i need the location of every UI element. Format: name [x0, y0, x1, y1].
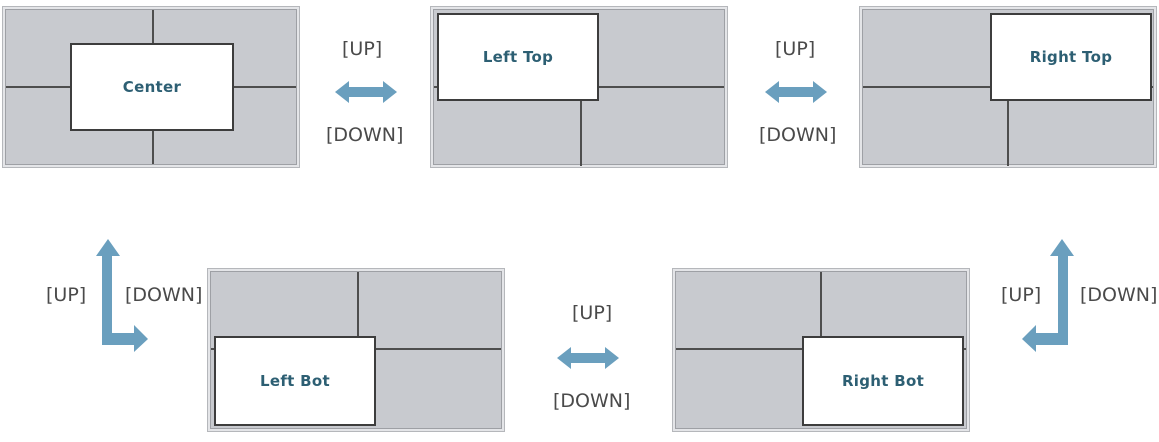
- key-up-label: [UP]: [342, 38, 383, 60]
- key-up-label: [UP]: [572, 302, 613, 324]
- window-center: Center: [70, 43, 234, 131]
- double-arrow-icon: [557, 347, 619, 369]
- divider-vertical-bottom: [1007, 86, 1009, 166]
- window-label: Left Bot: [260, 372, 330, 390]
- key-down-label: [DOWN]: [553, 390, 631, 412]
- key-down-label: [DOWN]: [326, 124, 404, 146]
- divider-vertical-top: [357, 272, 359, 348]
- divider-vertical-top: [820, 272, 822, 348]
- key-up-label: [UP]: [775, 38, 816, 60]
- window-right-bot: Right Bot: [802, 336, 964, 426]
- key-down-label: [DOWN]: [1080, 284, 1158, 306]
- double-arrow-icon: [335, 81, 397, 103]
- window-left-bot: Left Bot: [214, 336, 376, 426]
- l-arrow-up-left-icon: [1022, 239, 1074, 352]
- key-up-label: [UP]: [1001, 284, 1042, 306]
- l-arrow-up-right-icon: [96, 239, 148, 352]
- window-label: Right Bot: [841, 372, 925, 390]
- key-down-label: [DOWN]: [759, 124, 837, 146]
- double-arrow-icon: [765, 81, 827, 103]
- key-down-label: [DOWN]: [125, 284, 203, 306]
- window-left-top: Left Top: [437, 13, 599, 101]
- layout-center-screen: Center: [5, 9, 297, 165]
- window-label: Center: [122, 78, 182, 96]
- layout-left-bot-screen: Left Bot: [210, 271, 502, 429]
- layout-left-top-screen: Left Top: [433, 9, 725, 166]
- key-up-label: [UP]: [46, 284, 87, 306]
- divider-vertical-bottom: [580, 86, 582, 166]
- window-label: Right Top: [1029, 48, 1113, 66]
- window-label: Left Top: [482, 48, 554, 66]
- layout-right-bot-screen: Right Bot: [675, 271, 967, 429]
- layout-right-top-screen: Right Top: [862, 9, 1154, 166]
- window-right-top: Right Top: [990, 13, 1152, 101]
